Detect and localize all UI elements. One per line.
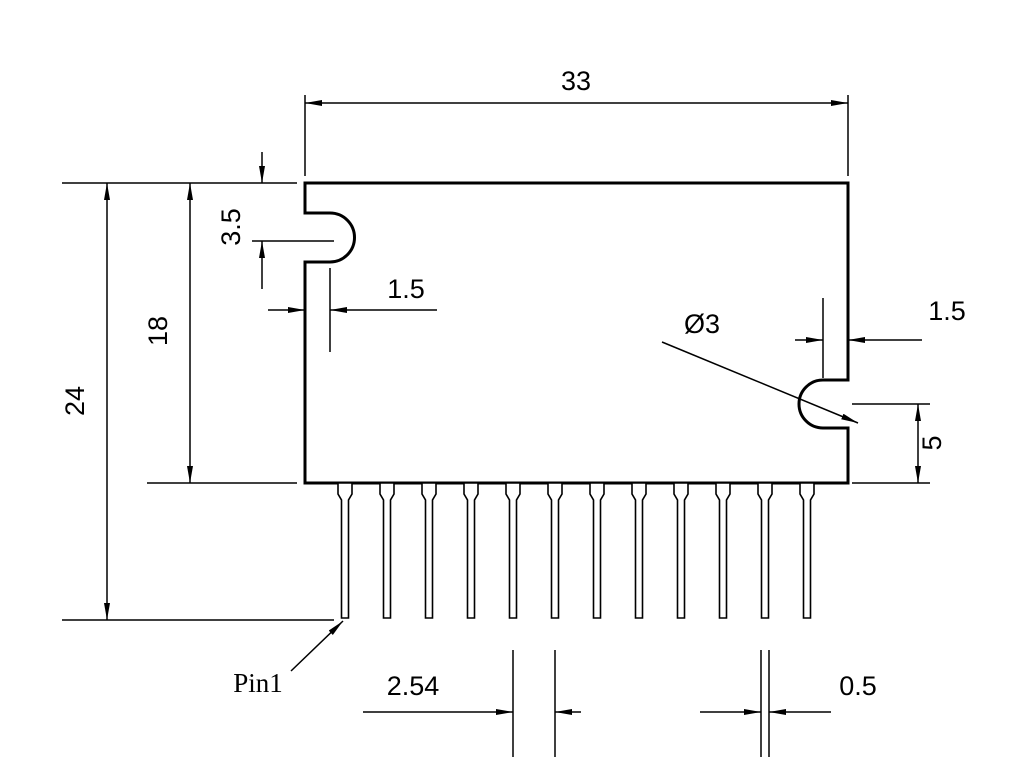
dim-pin-pitch: 2.54 [363, 650, 581, 757]
pin-7 [589, 482, 605, 619]
dim-label-pin-pitch: 2.54 [387, 671, 440, 701]
dim-label-pin-width: 0.5 [839, 671, 877, 701]
pin-3 [421, 482, 437, 619]
pin-8 [631, 482, 647, 619]
dim-overall-height: 24 [60, 182, 334, 621]
pin-2 [379, 482, 395, 619]
pin-5 [505, 482, 521, 619]
dim-notch-left-inset: 1.5 [268, 268, 437, 352]
dim-body-width: 33 [304, 66, 849, 176]
dim-notch-bottom-offset: 5 [852, 403, 947, 484]
package-body-outline [303, 181, 850, 485]
pin-6 [547, 482, 563, 619]
dim-label-body-width: 33 [561, 66, 591, 96]
pin-1 [337, 482, 353, 619]
dim-label-overall-height: 24 [60, 386, 90, 416]
dim-label-notch-right-inset: 1.5 [928, 296, 966, 326]
pin-9 [673, 482, 689, 619]
callout-hole-diameter: Ø3 [661, 309, 859, 424]
dim-label-notch-bottom-offset: 5 [917, 435, 947, 450]
dim-body-height: 18 [143, 183, 297, 484]
dim-label-body-height: 18 [143, 316, 173, 346]
dim-label-notch-top-offset: 3.5 [216, 208, 246, 246]
dim-label-hole-diameter: Ø3 [684, 309, 720, 339]
callout-pin1: Pin1 [233, 620, 344, 698]
dim-notch-right-inset: 1.5 [795, 296, 966, 378]
pin-row [337, 482, 815, 619]
leader-line [290, 620, 344, 672]
pin1-label: Pin1 [233, 668, 283, 698]
dim-label-notch-left-inset: 1.5 [387, 274, 425, 304]
pin-10 [715, 482, 731, 619]
pin-11 [757, 482, 773, 619]
leader-line [661, 341, 859, 424]
pin-4 [463, 482, 479, 619]
dim-notch-top-offset: 3.5 [216, 152, 334, 289]
dim-pin-width: 0.5 [700, 650, 877, 757]
pin-12 [799, 482, 815, 619]
